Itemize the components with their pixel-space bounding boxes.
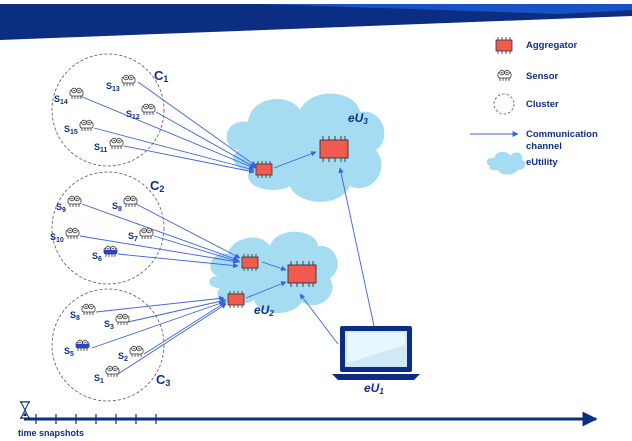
eutility-label-eu3: eU3 (348, 111, 368, 126)
cluster-label-c2: C2 (150, 178, 164, 194)
sensor-s13 (121, 74, 136, 87)
legend-sensor-icon (497, 69, 512, 82)
sensor-s5 (75, 339, 90, 352)
eutility-label-eu1: eU1 (364, 381, 384, 396)
sensor-label-s15: S15 (64, 124, 78, 136)
legend-sensor-label: Sensor (526, 71, 559, 82)
legend-cloud-icon (486, 151, 526, 175)
sensor-label-s8-c2: S8 (112, 201, 122, 213)
cluster-c1 (51, 53, 165, 167)
sensor-label-s8-c3: S8 (70, 310, 80, 322)
aggregator-eu2 (287, 260, 317, 288)
header-band (0, 4, 632, 40)
sensor-label-s1: S1 (94, 373, 104, 385)
legend-channel-label-line2: channel (526, 141, 562, 152)
cluster-label-c1: C1 (154, 68, 168, 84)
hourglass-icon (20, 401, 30, 419)
timeline-label: time snapshots (18, 428, 84, 438)
legend-cluster-label: Cluster (526, 99, 559, 110)
sensor-s1 (105, 365, 120, 378)
sensor-s9 (67, 195, 82, 208)
sensor-s15 (79, 119, 94, 132)
laptop-icon (332, 326, 420, 380)
communication-channels (79, 81, 375, 375)
sensor-s10 (65, 227, 80, 240)
legend: Aggregator Sensor Cluster Communication … (470, 36, 598, 175)
sensor-s8-c2 (123, 195, 138, 208)
timeline-ticks (35, 414, 157, 424)
cluster-c3 (51, 288, 165, 402)
cluster-label-c3: C3 (156, 372, 170, 388)
sensor-s11 (109, 137, 124, 150)
sensor-label-s11: S11 (94, 142, 108, 154)
legend-eutility-label: eUtility (526, 157, 558, 168)
sensor-s12 (141, 103, 156, 116)
eutility-cloud-eu3 (226, 93, 385, 202)
legend-cluster-icon (493, 93, 515, 115)
sensor-label-s7: S7 (128, 231, 138, 243)
sensor-label-s2: S2 (118, 351, 128, 363)
sensor-label-s14: S14 (54, 94, 68, 106)
sensor-s7 (139, 227, 154, 240)
sensor-label-s10: S10 (50, 232, 64, 244)
aggregator-eu3 (319, 135, 349, 163)
legend-aggregator-label: Aggregator (526, 40, 578, 51)
sensor-label-s13: S13 (106, 81, 120, 93)
eutility-cloud-eu2 (209, 231, 338, 314)
eutility-label-eu2: eU2 (254, 303, 274, 318)
sensor-s6 (103, 245, 118, 258)
sensor-s8-c3 (81, 303, 96, 316)
timeline: time snapshots (18, 401, 598, 438)
legend-aggregator-icon (495, 36, 513, 55)
sensor-label-s3: S3 (104, 319, 114, 331)
sensor-label-s6: S6 (92, 251, 102, 263)
sensor-label-s5: S5 (64, 346, 74, 358)
sensor-label-s9: S9 (56, 202, 66, 214)
legend-channel-label-line1: Communication (526, 129, 598, 140)
sensor-label-s12: S12 (126, 109, 140, 121)
sensor-s3 (115, 313, 130, 326)
sensor-s14 (69, 87, 84, 100)
sensor-s2 (129, 345, 144, 358)
cluster-c2 (51, 171, 165, 285)
